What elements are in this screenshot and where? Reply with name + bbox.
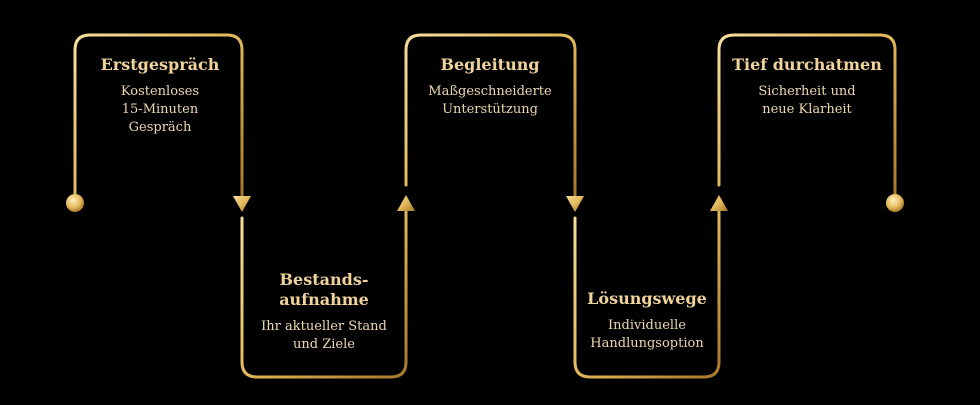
step-description: Kostenloses 15-Minuten Gespräch: [120, 84, 200, 135]
arrow-down-icon: [233, 196, 251, 212]
step-description: Sicherheit und neue Klarheit: [758, 84, 856, 117]
arrow-up-icon: [710, 195, 728, 211]
flow-segment-2: [240, 210, 408, 379]
step-title: Erstgespräch: [100, 55, 220, 74]
step-title: Begleitung: [440, 55, 540, 74]
step-description: Maßgeschneiderte Unterstützung: [428, 84, 552, 117]
step-bestandsaufnahme: Bestands- aufnahme Ihr aktueller Stand u…: [239, 270, 409, 354]
step-begleitung: Begleitung Maßgeschneiderte Unterstützun…: [405, 55, 575, 119]
start-dot: [66, 194, 84, 212]
step-description: Individuelle Handlungsoption: [590, 318, 704, 351]
end-dot: [886, 194, 904, 212]
step-tief-durchatmen: Tief durchatmen Sicherheit und neue Klar…: [722, 55, 892, 119]
flow-segment-1: [73, 33, 244, 198]
step-description: Ihr aktueller Stand und Ziele: [261, 319, 387, 352]
step-title: Lösungswege: [587, 289, 707, 308]
step-loesungswege: Lösungswege Individuelle Handlungsoption: [562, 289, 732, 353]
step-erstgespraech: Erstgespräch Kostenloses 15-Minuten Gesp…: [75, 55, 245, 137]
arrow-down-icon: [566, 196, 584, 212]
flow-segment-3: [404, 33, 577, 197]
flow-segment-4: [573, 210, 721, 379]
arrow-up-icon: [397, 195, 415, 211]
flow-segment-5: [717, 33, 897, 198]
step-title: Bestands- aufnahme: [279, 270, 369, 309]
step-title: Tief durchatmen: [732, 55, 882, 74]
